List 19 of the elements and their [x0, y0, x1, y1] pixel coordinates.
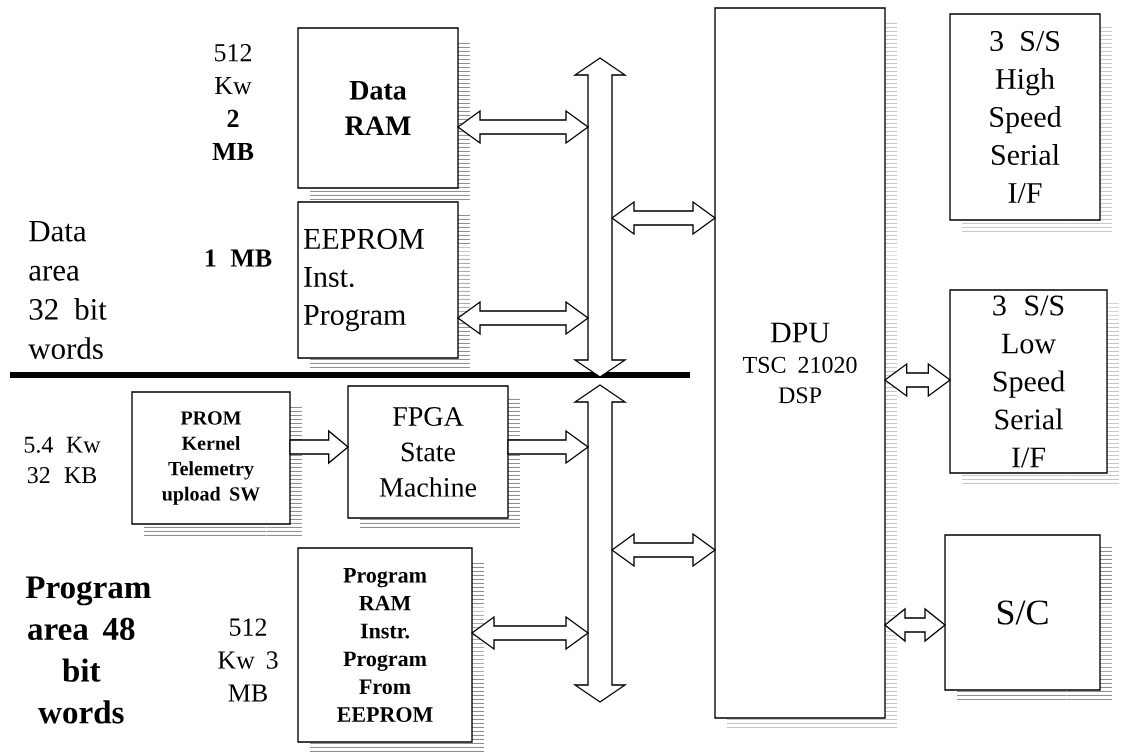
logic-box: FPGA State Machine: [347, 385, 509, 519]
interface-box: 3 S/S High Speed Serial I/F: [949, 13, 1101, 221]
block-arrow: [507, 429, 590, 465]
size-label: 5.4 Kw 32 KB: [24, 436, 101, 484]
interface-box: S/C: [944, 534, 1101, 691]
bus-arrow: [572, 57, 628, 378]
bus-arrow: [572, 384, 628, 703]
size-label: 1 MB: [205, 249, 272, 267]
area-label: Program area 48 bit words: [25, 576, 151, 724]
size-label: 512 Kw 2 MB: [212, 43, 254, 161]
area-label: Data area 32 bit words: [28, 220, 107, 360]
memory-box: Program RAM Instr. Program From EEPROM: [297, 547, 473, 743]
memory-box: PROM Kernel Telemetry upload SW: [131, 391, 291, 525]
size-label: 512 Kw 3 MB: [218, 618, 278, 702]
memory-box: EEPROM Inst. Program: [297, 201, 459, 359]
interface-box: 3 S/S Low Speed Serial I/F: [949, 289, 1108, 474]
processor-box: DPU TSC 21020 DSP: [714, 7, 886, 719]
block-arrow: [289, 429, 350, 465]
memory-box: Data RAM: [297, 27, 459, 189]
